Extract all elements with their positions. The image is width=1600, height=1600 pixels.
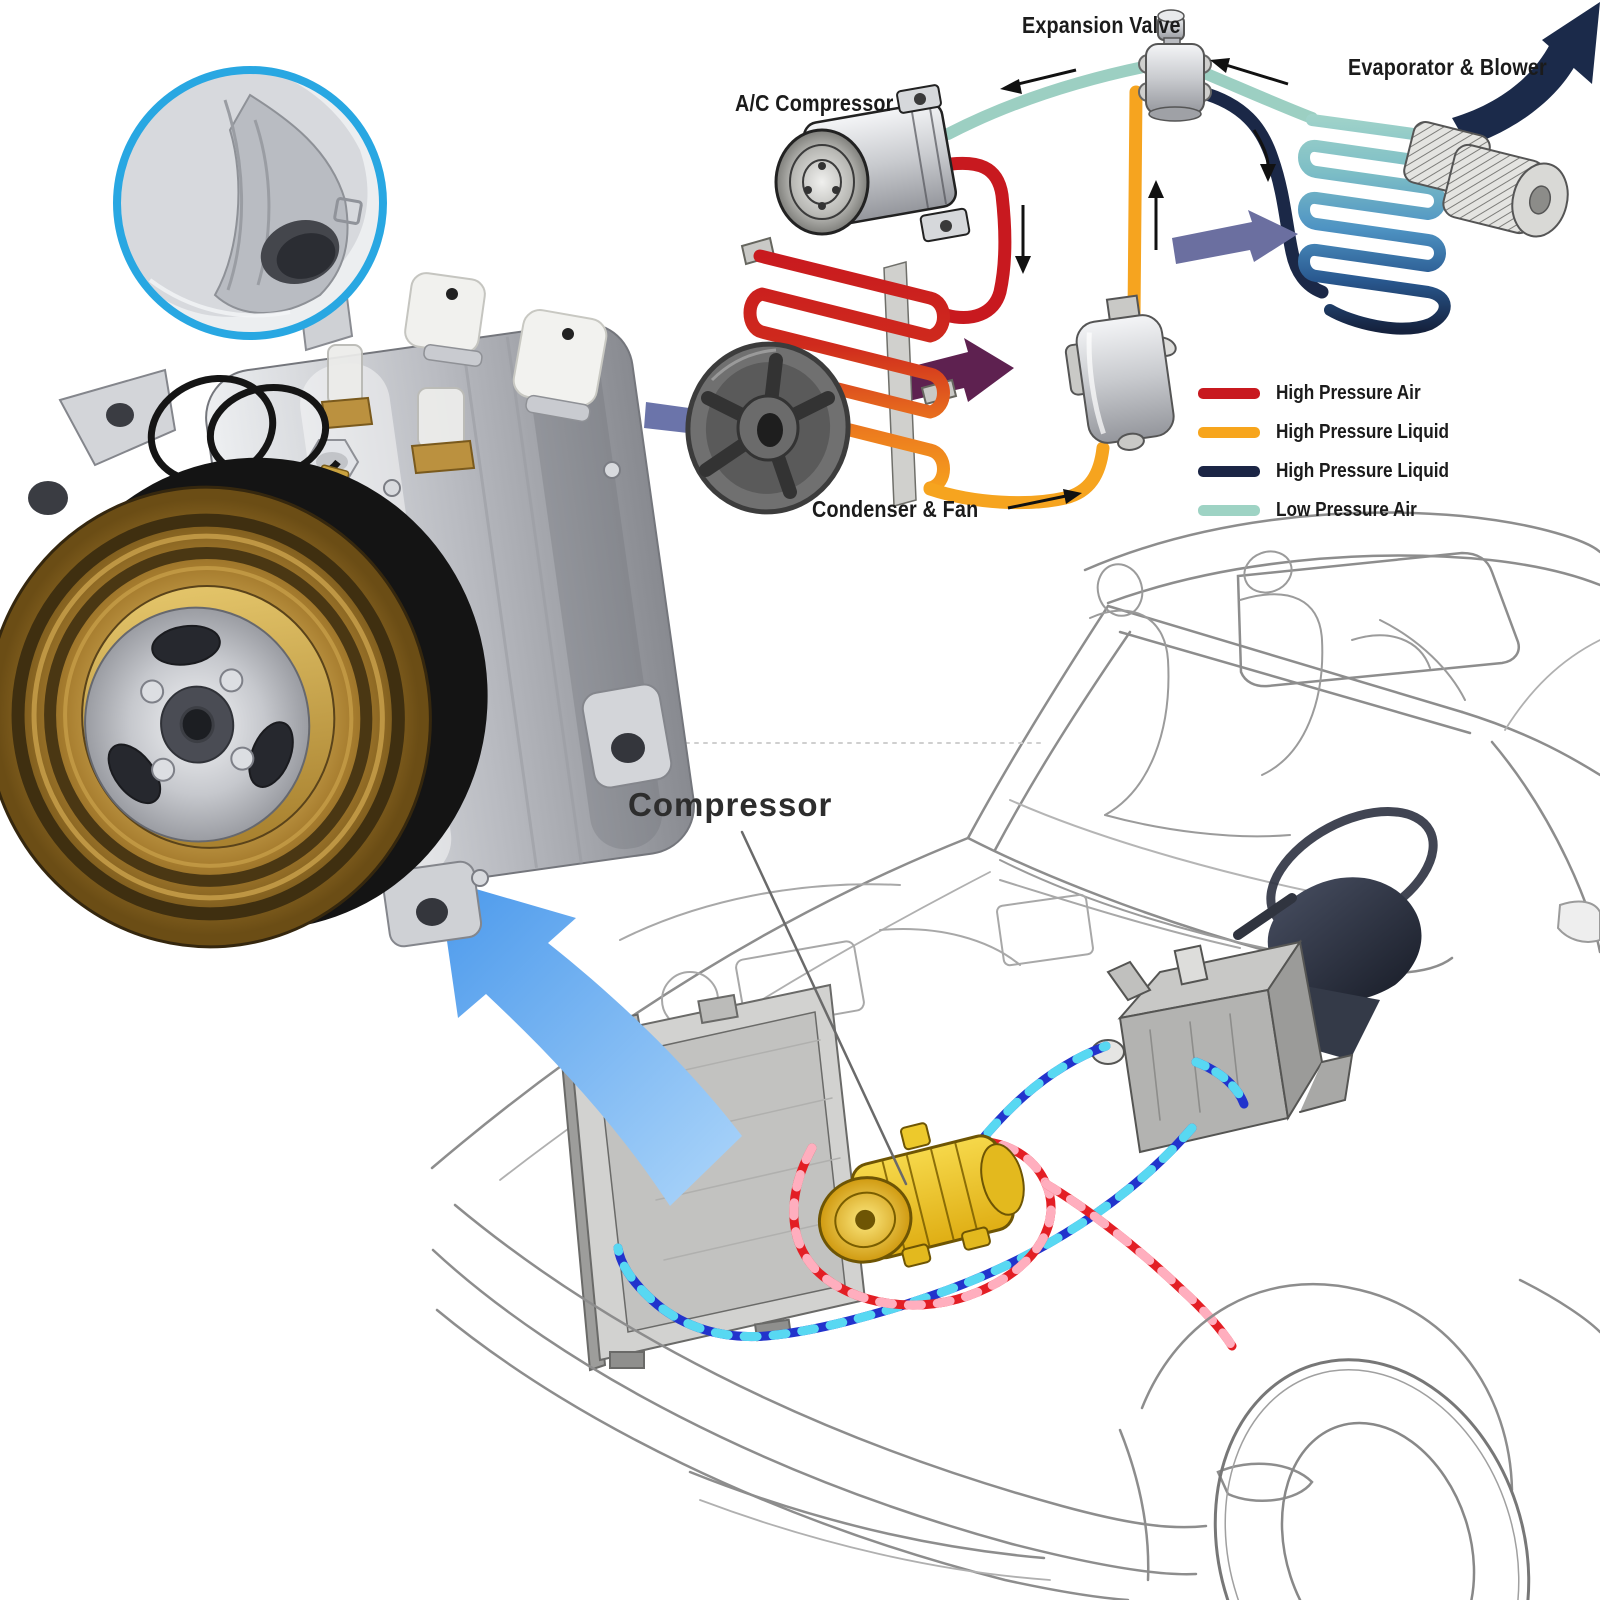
legend-row: High Pressure Air — [1198, 374, 1477, 413]
diagram-receiver-drier — [1064, 294, 1177, 451]
car-compressor-highlight — [817, 1122, 1025, 1268]
compressor-photo — [0, 272, 695, 949]
label-compressor-callout: Compressor — [628, 786, 833, 823]
diagram-expansion-valve — [1138, 9, 1212, 122]
diagram-blower — [1403, 2, 1600, 238]
label-ac-compressor: A/C Compressor — [735, 90, 894, 116]
compressor-leader-line — [740, 830, 908, 1186]
legend-row: Low Pressure Air — [1198, 491, 1477, 530]
legend-label: High Pressure Air — [1276, 382, 1421, 404]
evaporator-out-arrow-icon — [1452, 44, 1576, 146]
label-expansion-valve: Expansion Valve — [1022, 12, 1181, 38]
ac-cycle-diagram — [644, 2, 1600, 515]
legend-swatch-high-pressure-liquid-navy — [1198, 466, 1260, 477]
legend-swatch-high-pressure-air — [1198, 388, 1260, 399]
tube-high-pressure-navy — [1193, 85, 1329, 299]
sunroof-outline — [1236, 551, 1520, 688]
legend-row: High Pressure Liquid — [1198, 452, 1477, 491]
condenser-fan — [644, 341, 851, 515]
label-evaporator-blower: Evaporator & Blower — [1348, 54, 1547, 80]
tube-high-pressure-red — [931, 156, 1012, 324]
legend-label: Low Pressure Air — [1276, 499, 1417, 521]
legend-label: High Pressure Liquid — [1276, 421, 1449, 443]
tube-low-pressure — [942, 60, 1154, 140]
car-hose-red — [789, 1137, 1237, 1351]
evaporator-airflow-arrow-icon — [1172, 210, 1298, 264]
service-port-caps — [320, 272, 608, 475]
legend-row: High Pressure Liquid — [1198, 413, 1477, 452]
evaporator-coil — [1298, 114, 1451, 335]
legend-swatch-low-pressure-air — [1198, 505, 1260, 516]
tube-high-pressure-liquid — [1127, 85, 1143, 323]
clutch-pulley — [0, 457, 488, 949]
blue-arrow-icon — [438, 878, 742, 1206]
condenser-coil — [743, 249, 950, 495]
legend-label: High Pressure Liquid — [1276, 460, 1449, 482]
tube-high-pressure-liquid — [923, 441, 1110, 510]
legend: High Pressure Air High Pressure Liquid H… — [1198, 374, 1477, 530]
inset-detail-circle — [113, 66, 387, 340]
flow-arrow-icons — [1000, 58, 1289, 510]
tube-low-pressure — [1196, 66, 1318, 124]
evaporator-out-arrow-icon — [1542, 2, 1600, 84]
car-hvac-unit — [1091, 939, 1354, 1154]
diagram-compressor — [774, 84, 971, 243]
legend-swatch-high-pressure-liquid — [1198, 427, 1260, 438]
label-condenser-fan: Condenser & Fan — [812, 496, 979, 522]
